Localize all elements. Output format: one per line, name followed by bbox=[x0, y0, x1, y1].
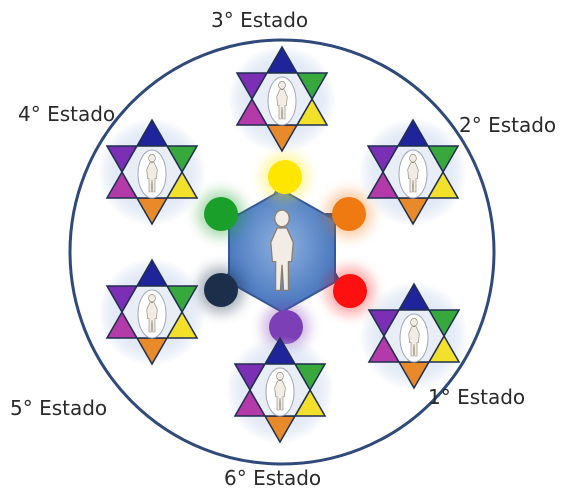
state-label-1: 1° Estado bbox=[428, 385, 526, 409]
state-label-6: 6° Estado bbox=[224, 466, 322, 490]
chakra-dot-dark-navy bbox=[197, 266, 245, 314]
star-s1 bbox=[360, 282, 468, 390]
chakra-dot-yellow bbox=[261, 153, 309, 201]
star-s2 bbox=[359, 118, 467, 226]
state-label-2: 2° Estado bbox=[459, 113, 557, 137]
state-stars bbox=[98, 45, 468, 444]
star-s6 bbox=[226, 336, 334, 444]
star-s3 bbox=[228, 45, 336, 153]
chakra-dot-orange bbox=[325, 190, 373, 238]
chakra-dot-red bbox=[326, 267, 374, 315]
chakra-dots bbox=[197, 153, 374, 351]
star-s4 bbox=[98, 118, 206, 226]
outer-ring bbox=[68, 38, 496, 466]
state-label-3: 3° Estado bbox=[211, 8, 309, 32]
star-s5 bbox=[98, 258, 206, 366]
state-label-4: 4° Estado bbox=[18, 102, 116, 126]
state-label-5: 5° Estado bbox=[10, 396, 108, 420]
chakra-dot-green bbox=[197, 190, 245, 238]
